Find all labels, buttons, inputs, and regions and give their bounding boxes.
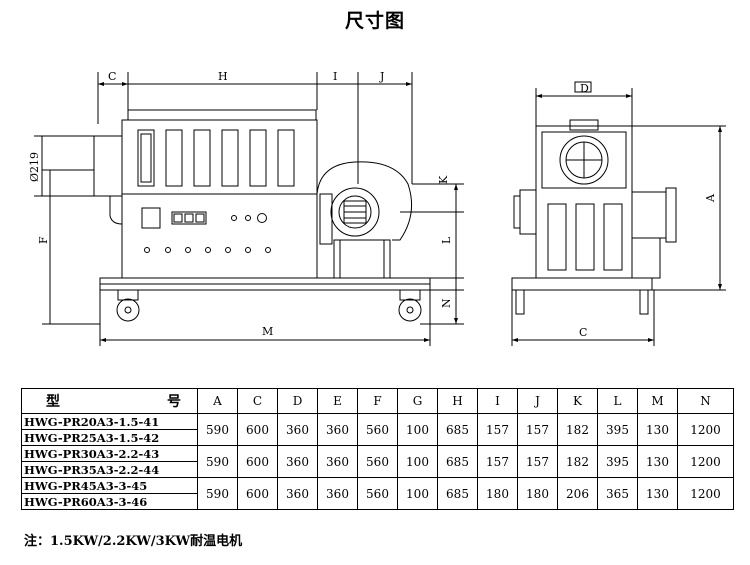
col-header-c: C — [237, 388, 278, 414]
dim-label-c-side: C — [579, 326, 587, 339]
dim-label-f: F — [37, 236, 50, 244]
spec-table: 型 号 A C D E F G H I J K L M N HWG-PR20A3… — [21, 388, 734, 510]
cell-m: 130 — [637, 413, 678, 446]
footnote: 注：1.5KW/2.2KW/3KW耐温电机 — [24, 534, 243, 549]
cell-j: 157 — [517, 445, 558, 478]
cell-d: 360 — [277, 477, 318, 510]
cell-f: 560 — [357, 413, 398, 446]
model-name: HWG-PR30A3-2.2-43 — [21, 445, 198, 462]
col-header-l: L — [597, 388, 638, 414]
cell-n: 1200 — [677, 445, 734, 478]
cell-h: 685 — [437, 413, 478, 446]
table-row: HWG-PR20A3-1.5-41 590 600 360 360 560 10… — [21, 413, 734, 446]
col-header-m: M — [637, 388, 678, 414]
table-row: HWG-PR30A3-2.2-43 590 600 360 360 560 10… — [21, 445, 734, 478]
cell-g: 100 — [397, 413, 438, 446]
model-name: HWG-PR20A3-1.5-41 — [21, 413, 198, 430]
cell-k: 206 — [557, 477, 598, 510]
cell-e: 360 — [317, 477, 358, 510]
model-name: HWG-PR35A3-2.2-44 — [21, 461, 198, 478]
table-row: HWG-PR45A3-3-45 590 600 360 360 560 100 … — [21, 477, 734, 510]
dim-label-m: M — [262, 325, 273, 338]
cell-k: 182 — [557, 445, 598, 478]
model-name: HWG-PR45A3-3-45 — [21, 477, 198, 494]
dim-label-j: J — [379, 70, 384, 83]
cell-l: 395 — [597, 445, 638, 478]
cell-g: 100 — [397, 445, 438, 478]
col-header-a: A — [197, 388, 238, 414]
dim-label-k: K — [437, 175, 450, 184]
cell-i: 180 — [477, 477, 518, 510]
model-header-left: 型 — [46, 394, 60, 410]
cell-j: 157 — [517, 413, 558, 446]
dimension-drawing: C H I J K L N F M Ø219 D A C — [28, 70, 726, 346]
cell-e: 360 — [317, 413, 358, 446]
cell-m: 130 — [637, 445, 678, 478]
dim-label-n: N — [440, 298, 453, 308]
cell-g: 100 — [397, 477, 438, 510]
col-header-e: E — [317, 388, 358, 414]
cell-e: 360 — [317, 445, 358, 478]
model-name: HWG-PR60A3-3-46 — [21, 493, 198, 510]
col-header-j: J — [517, 388, 558, 414]
cell-k: 182 — [557, 413, 598, 446]
cell-c: 600 — [237, 413, 278, 446]
cell-f: 560 — [357, 477, 398, 510]
page-title: 尺寸图 — [344, 10, 405, 32]
cell-n: 1200 — [677, 413, 734, 446]
cell-n: 1200 — [677, 477, 734, 510]
cell-h: 685 — [437, 445, 478, 478]
model-name: HWG-PR25A3-1.5-42 — [21, 429, 198, 446]
cell-l: 395 — [597, 413, 638, 446]
dim-label-d: D — [580, 82, 589, 95]
cell-m: 130 — [637, 477, 678, 510]
dim-label-l: L — [440, 236, 453, 244]
model-header-right: 号 — [167, 394, 181, 410]
cell-d: 360 — [277, 413, 318, 446]
dim-label-i: I — [333, 70, 337, 83]
col-header-g: G — [397, 388, 438, 414]
model-header: 型 号 — [21, 388, 198, 414]
dim-label-diameter: Ø219 — [28, 152, 41, 182]
col-header-f: F — [357, 388, 398, 414]
cell-i: 157 — [477, 445, 518, 478]
table-row: HWG-PR25A3-1.5-42 — [21, 429, 734, 446]
col-header-h: H — [437, 388, 478, 414]
cell-j: 180 — [517, 477, 558, 510]
col-header-n: N — [677, 388, 734, 414]
dim-label-a: A — [704, 193, 717, 203]
cell-i: 157 — [477, 413, 518, 446]
cell-c: 600 — [237, 445, 278, 478]
cell-a: 590 — [197, 477, 238, 510]
col-header-i: I — [477, 388, 518, 414]
col-header-k: K — [557, 388, 598, 414]
cell-h: 685 — [437, 477, 478, 510]
table-row: HWG-PR60A3-3-46 — [21, 493, 734, 510]
cell-l: 365 — [597, 477, 638, 510]
dim-label-c: C — [108, 70, 116, 83]
cell-f: 560 — [357, 445, 398, 478]
dim-label-h: H — [218, 70, 228, 83]
cell-a: 590 — [197, 413, 238, 446]
cell-a: 590 — [197, 445, 238, 478]
col-header-d: D — [277, 388, 318, 414]
cell-d: 360 — [277, 445, 318, 478]
cell-c: 600 — [237, 477, 278, 510]
table-header-row: 型 号 A C D E F G H I J K L M N — [21, 388, 734, 414]
